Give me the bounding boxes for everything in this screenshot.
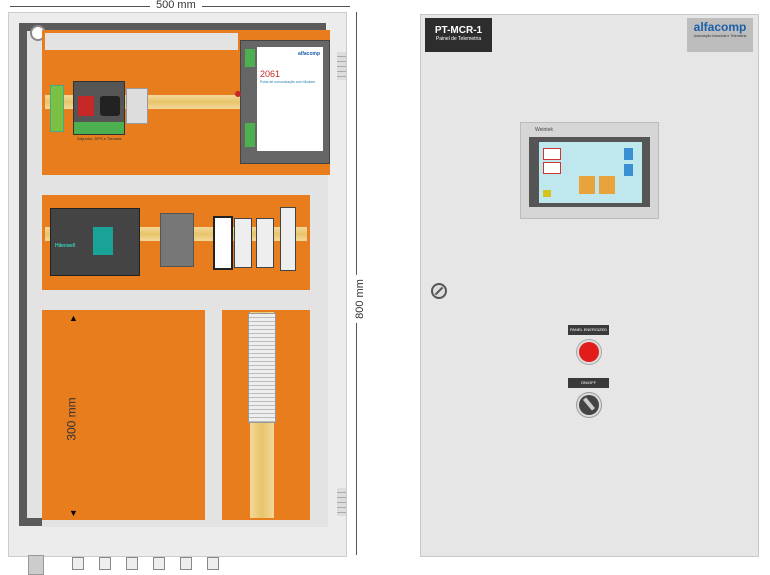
dps-module — [74, 122, 124, 134]
hinge — [337, 488, 346, 516]
panel-tag-title: PT-MCR-1 — [434, 25, 483, 36]
motor-icon — [543, 190, 551, 197]
hmi-bezel — [529, 137, 650, 207]
plc-brand: Hitecwell — [55, 243, 76, 249]
terminal-strip — [50, 85, 64, 132]
signal-converter — [256, 218, 274, 268]
module-face: alfacomp 2061 Porta de comunicação com M… — [257, 47, 323, 151]
inner-space-dimension: 300 mm — [64, 397, 79, 441]
cable-gland — [72, 557, 84, 570]
terminal-block-column — [248, 313, 276, 423]
hinge — [337, 52, 346, 80]
indicator-label: PANEL ENERGIZED — [568, 325, 609, 335]
lower-wire-duct — [42, 290, 310, 310]
logo-brand: alfacomp — [693, 20, 747, 34]
height-dimension: 800 mm — [353, 275, 366, 323]
cable-gland — [99, 557, 111, 570]
right-wire-duct — [310, 175, 328, 527]
module-brand: alfacomp — [298, 51, 320, 57]
vertical-wire-duct — [205, 310, 222, 520]
module-led-icon — [235, 91, 241, 97]
socket-icon — [100, 96, 120, 116]
indicator-lamp — [579, 342, 599, 362]
hmi-brand: Weintek — [535, 127, 553, 133]
bottom-wire-duct — [42, 520, 328, 527]
power-group-label: Disjuntor, DPS e Tomada — [76, 136, 122, 141]
hmi-touchscreen[interactable]: Weintek — [520, 122, 659, 219]
module-connector — [245, 49, 255, 67]
breaker-switch-icon — [78, 96, 94, 116]
top-wire-duct — [45, 33, 238, 50]
selector-switch[interactable] — [579, 395, 599, 415]
width-dimension: 500 mm — [150, 0, 202, 11]
tank-icon — [599, 176, 615, 194]
pump-icon — [624, 164, 633, 176]
breaker-socket-group — [73, 81, 125, 135]
backplate-bottom-left — [42, 310, 205, 520]
cable-gland — [153, 557, 165, 570]
pump-icon — [624, 148, 633, 160]
arrow-down-icon: ▼ — [69, 508, 78, 518]
signal-converter — [234, 218, 252, 268]
module-connector — [245, 123, 255, 147]
terminal-blocks — [126, 88, 148, 124]
logo-tagline: Automação Industrial e Telemetria — [693, 34, 747, 38]
cable-gland — [126, 557, 138, 570]
module-subtitle: Porta de comunicação com Modem — [260, 80, 316, 84]
plc-display — [93, 227, 113, 255]
hmi-screen[interactable] — [539, 142, 642, 203]
surge-protector — [280, 207, 296, 271]
cable-gland — [207, 557, 219, 570]
tank-icon — [579, 176, 595, 194]
module-model: 2061 — [260, 69, 281, 79]
io-module — [213, 216, 233, 270]
valve-icon — [543, 148, 561, 160]
door-lock[interactable] — [431, 283, 447, 299]
cable-gland — [180, 557, 192, 570]
panel-door — [420, 14, 759, 557]
horizontal-wire-duct — [42, 175, 328, 195]
arrow-up-icon: ▲ — [69, 313, 78, 323]
panel-tag: PT-MCR-1 Painel de Telemetria — [425, 18, 492, 52]
plc-controller: Hitecwell — [50, 208, 140, 276]
panel-tag-subtitle: Painel de Telemetria — [435, 36, 482, 42]
selector-label: ON/OFF — [568, 378, 609, 388]
antenna-connector — [28, 555, 44, 575]
alfacomp-logo: alfacomp Automação Industrial e Telemetr… — [687, 18, 753, 52]
telemetry-module-2061: alfacomp 2061 Porta de comunicação com M… — [235, 40, 330, 164]
modem — [160, 213, 194, 267]
valve-icon — [543, 162, 561, 174]
